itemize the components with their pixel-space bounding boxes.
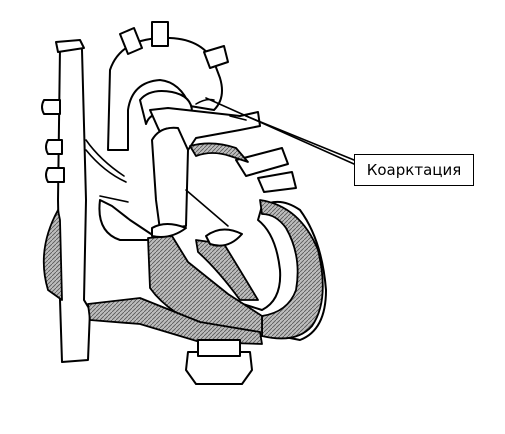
pulmonary-vein-stubs xyxy=(41,99,65,183)
interventricular-septum xyxy=(195,239,259,301)
tricuspid-valve xyxy=(151,223,187,238)
inferior-wall xyxy=(87,297,263,345)
left-atrium-wall xyxy=(189,142,249,163)
right-heart-wall xyxy=(42,209,63,301)
interatrial-septum xyxy=(151,126,189,231)
coarctation-label: Коарктация xyxy=(354,154,474,186)
aortic-arch xyxy=(107,21,229,151)
coarctation-site xyxy=(195,98,215,105)
flow-lines xyxy=(85,115,247,227)
mitral-valve xyxy=(205,228,243,247)
label-pointer xyxy=(205,97,355,165)
inferior-vena-cava xyxy=(185,339,253,385)
vena-cava xyxy=(55,39,91,363)
left-pulmonary-veins xyxy=(235,147,297,193)
